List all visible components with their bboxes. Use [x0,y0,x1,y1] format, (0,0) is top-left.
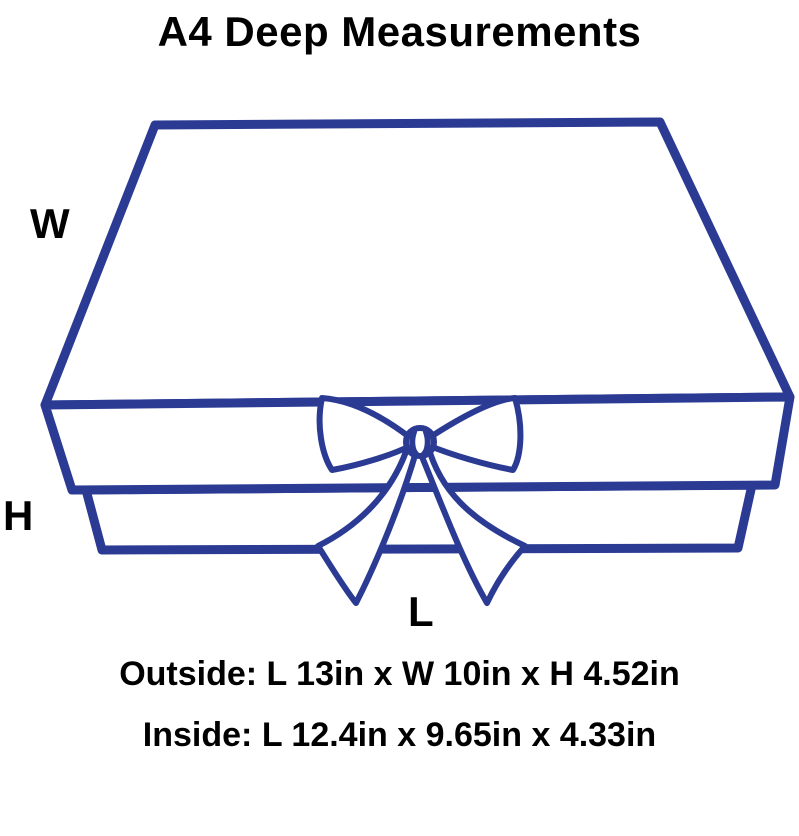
width-label: W [30,200,70,247]
box-base [81,480,757,555]
inside-measurements: Inside: L 12.4in x 9.65in x 4.33in [142,716,657,754]
bow-right-tail [417,443,528,606]
outside-measurements: Outside: L 13in x W 10in x H 4.52in [119,655,680,693]
lid-top-face [40,117,795,410]
diagram-title: A4 Deep Measurements [157,8,642,55]
bow-left-loop [316,395,413,473]
length-label: L [408,588,434,635]
ribbon-bow [315,395,528,606]
bow-left-tail [315,443,419,606]
bow-right-loop [427,395,524,473]
height-label: H [3,492,34,539]
bow-knot-fold [409,429,431,457]
